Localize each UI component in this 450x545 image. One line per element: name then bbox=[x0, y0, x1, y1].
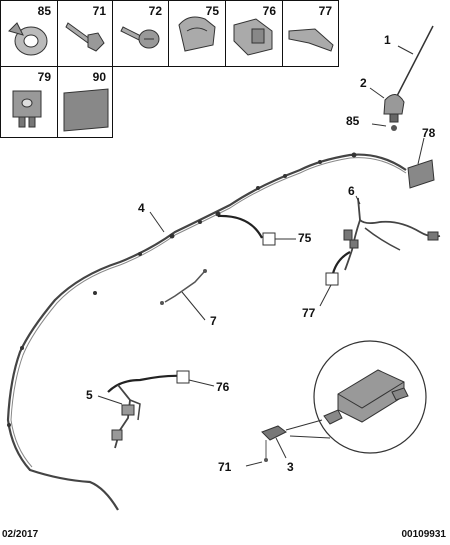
antenna-rod bbox=[396, 25, 434, 97]
callout-6: 6 bbox=[348, 184, 355, 198]
main-harness bbox=[6, 153, 407, 511]
cable-clip-icon bbox=[178, 16, 216, 52]
screw-icon bbox=[120, 26, 160, 49]
footer-date: 02/2017 bbox=[2, 529, 39, 540]
thumb-ref: 75 bbox=[205, 4, 219, 18]
thumb-75[interactable]: 75 bbox=[168, 0, 226, 67]
thumb-ref: 77 bbox=[318, 4, 332, 18]
thumb-79[interactable]: 79 bbox=[0, 66, 58, 138]
thumb-ref: 71 bbox=[92, 4, 106, 18]
adhesive-pad-icon bbox=[63, 88, 109, 132]
nut-clip-icon bbox=[8, 22, 48, 56]
thumb-ref: 72 bbox=[148, 4, 162, 18]
callout-71: 71 bbox=[218, 460, 232, 474]
callout-77: 77 bbox=[302, 306, 316, 320]
callout-75: 75 bbox=[298, 231, 312, 245]
footer-code: 00109931 bbox=[401, 529, 447, 540]
thumb-85[interactable]: 85 bbox=[0, 0, 58, 67]
thumb-ref: 90 bbox=[92, 70, 106, 84]
amplifier-module bbox=[407, 159, 435, 189]
callout-3: 3 bbox=[287, 460, 294, 474]
callout-78: 78 bbox=[422, 126, 436, 140]
connector-block-icon bbox=[12, 90, 42, 128]
callout-76: 76 bbox=[216, 380, 230, 394]
callout-1: 1 bbox=[384, 33, 391, 47]
callout-5: 5 bbox=[86, 388, 93, 402]
callout-2: 2 bbox=[360, 76, 367, 90]
thumb-77[interactable]: 77 bbox=[282, 0, 339, 67]
bracket-clip-icon bbox=[288, 28, 334, 52]
callout-7: 7 bbox=[210, 314, 217, 328]
thumb-ref: 85 bbox=[37, 4, 51, 18]
small-module bbox=[261, 425, 287, 441]
thumb-72[interactable]: 72 bbox=[112, 0, 169, 67]
thumb-ref: 79 bbox=[37, 70, 51, 84]
thumb-90[interactable]: 90 bbox=[57, 66, 113, 138]
callout-4: 4 bbox=[138, 201, 145, 215]
thumb-76[interactable]: 76 bbox=[225, 0, 283, 67]
thumb-ref: 76 bbox=[262, 4, 276, 18]
antenna-base bbox=[383, 94, 405, 115]
thumbnail-grid: 85 71 72 75 bbox=[0, 0, 450, 140]
harness-clip-icon bbox=[233, 18, 273, 56]
callout-85: 85 bbox=[346, 114, 360, 128]
bolt-icon bbox=[65, 22, 105, 52]
